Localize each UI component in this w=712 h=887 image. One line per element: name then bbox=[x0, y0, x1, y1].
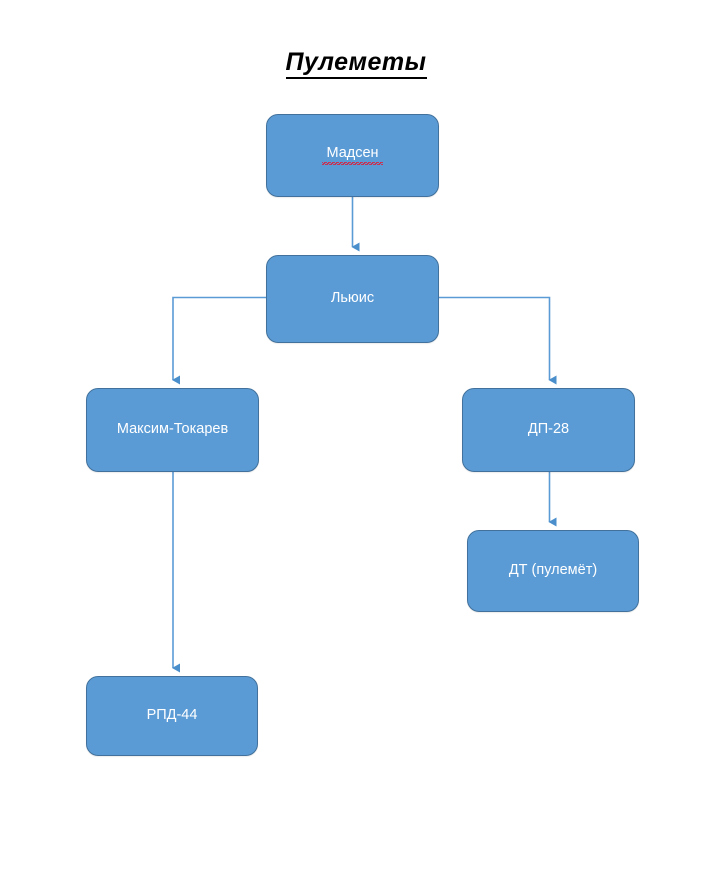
node-madsen-label: Мадсен bbox=[322, 144, 383, 167]
node-dt-pulemet-label: ДТ (пулемёт) bbox=[508, 562, 598, 579]
node-lewis-label: Льюис bbox=[330, 290, 375, 307]
node-madsen[interactable]: Мадсен bbox=[266, 114, 439, 197]
page-title-text: Пулеметы bbox=[285, 48, 427, 79]
connector-lewis-maxim bbox=[172, 296, 266, 385]
node-maxim-tokarev[interactable]: Максим-Токарев bbox=[86, 388, 259, 472]
node-lewis[interactable]: Льюис bbox=[266, 255, 439, 343]
node-dt-pulemet[interactable]: ДТ (пулемёт) bbox=[467, 530, 639, 612]
node-rpd-44[interactable]: РПД-44 bbox=[86, 676, 258, 756]
node-rpd-44-label: РПД-44 bbox=[146, 707, 198, 724]
connector-lewis-dp28 bbox=[439, 296, 557, 385]
node-maxim-tokarev-label: Максим-Токарев bbox=[116, 421, 229, 438]
node-dp-28[interactable]: ДП-28 bbox=[462, 388, 635, 472]
node-dp-28-label: ДП-28 bbox=[527, 421, 570, 438]
page-title: Пулеметы bbox=[0, 48, 712, 79]
